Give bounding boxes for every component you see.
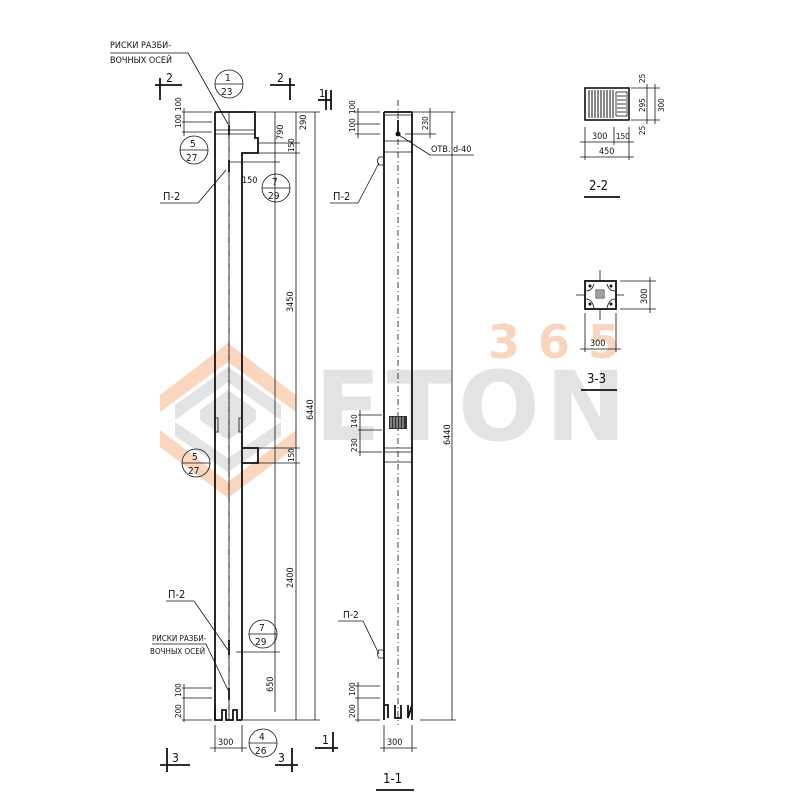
- dim-150-side: 150: [242, 176, 257, 186]
- section-title-1-1: 1-1: [383, 772, 402, 787]
- svg-text:1: 1: [225, 73, 231, 84]
- section-marker-1-top: 1: [318, 87, 332, 110]
- s22-dim-450: 450: [599, 147, 614, 157]
- section-title-2-2: 2-2: [589, 179, 608, 194]
- dim-6440-front: 6440: [306, 399, 316, 420]
- svg-text:3: 3: [172, 751, 179, 765]
- svg-text:1: 1: [319, 87, 325, 100]
- s22-dim-300-h: 300: [657, 98, 666, 112]
- svg-text:7: 7: [272, 177, 278, 188]
- side-dim-bot-100: 100: [348, 682, 357, 696]
- svg-text:23: 23: [221, 87, 232, 98]
- s33-dim-300-h: 300: [640, 289, 650, 304]
- dim-bot-100: 100: [174, 683, 183, 697]
- svg-text:29: 29: [255, 637, 267, 648]
- side-dim-140: 140: [350, 414, 359, 428]
- svg-text:4: 4: [259, 732, 265, 743]
- svg-text:27: 27: [188, 466, 199, 477]
- label-risk-bot-line2: ВОЧНЫХ ОСЕЙ: [150, 645, 205, 656]
- dim-150-mid: 150: [287, 448, 296, 462]
- side-dim-bot-200: 200: [348, 704, 357, 718]
- s22-dim-300-w: 300: [592, 132, 607, 142]
- dim-290: 290: [299, 115, 309, 130]
- callout-5-27-mid: 5 27: [181, 448, 211, 478]
- side-elevation: 100 100 230 ОТВ. d-40 П-2 П-2 140 230 64…: [330, 100, 474, 791]
- side-dim-100a: 100: [348, 118, 357, 132]
- watermark-number: 365: [488, 315, 638, 369]
- section-2-2: 25 295 25 300 300 150 450 2-2: [580, 74, 666, 198]
- dim-100a: 100: [174, 114, 183, 128]
- svg-text:3: 3: [278, 751, 285, 765]
- dim-100b: 100: [174, 97, 183, 111]
- label-p2-bottom: П-2: [168, 588, 185, 601]
- label-p2-top: П-2: [163, 190, 180, 203]
- section-marker-2-left: 2: [155, 71, 182, 100]
- svg-text:1: 1: [322, 733, 329, 747]
- svg-text:26: 26: [255, 746, 267, 757]
- svg-text:2: 2: [166, 71, 173, 85]
- side-dim-230-mid: 230: [350, 438, 359, 452]
- dim-150-top: 150: [287, 138, 296, 152]
- watermark-brand: ETON: [315, 351, 632, 463]
- dim-650: 650: [266, 677, 276, 692]
- side-dim-100b: 100: [348, 100, 357, 114]
- section-marker-3-left: 3: [160, 748, 190, 772]
- section-3-3: 300 300 3-3: [576, 270, 656, 391]
- label-otv: ОТВ. d-40: [431, 145, 471, 155]
- label-p2-side-top: П-2: [333, 190, 350, 203]
- dim-790: 790: [276, 125, 286, 140]
- svg-text:2: 2: [277, 71, 284, 85]
- s22-dim-295: 295: [638, 98, 647, 112]
- label-risk-bot-line1: РИСКИ РАЗБИ-: [152, 634, 207, 643]
- side-dim-230-top: 230: [421, 116, 430, 130]
- dim-bot-200: 200: [174, 704, 183, 718]
- callout-5-27-top: 5 27: [179, 135, 209, 165]
- callout-4-26: 4 26: [248, 728, 278, 758]
- s33-dim-300-w: 300: [590, 339, 605, 349]
- label-risk-line1: РИСКИ РАЗБИ-: [110, 41, 171, 51]
- label-risk-line2: ВОЧНЫХ ОСЕЙ: [110, 54, 172, 66]
- svg-text:5: 5: [192, 452, 198, 463]
- section-title-3-3: 3-3: [587, 372, 606, 387]
- svg-text:5: 5: [190, 139, 196, 150]
- svg-text:29: 29: [268, 191, 280, 202]
- svg-text:27: 27: [186, 153, 197, 164]
- side-dim-6440: 6440: [443, 424, 453, 445]
- dim-3450: 3450: [286, 291, 296, 312]
- dim-width-300-front: 300: [218, 738, 233, 748]
- watermark: 365 ETON: [160, 315, 638, 498]
- dim-2400: 2400: [286, 567, 296, 588]
- s22-dim-25-bot: 25: [638, 126, 647, 135]
- callout-7-29-bottom: 7 29: [248, 619, 278, 649]
- section-marker-3-right: 3: [275, 748, 298, 772]
- svg-text:7: 7: [259, 623, 265, 634]
- s22-dim-150: 150: [616, 132, 630, 141]
- section-marker-2-right: 2: [270, 71, 295, 100]
- section-marker-1-bottom: 1: [315, 732, 338, 752]
- callout-7-29-top: 7 29: [261, 173, 291, 203]
- side-dim-width-300: 300: [387, 738, 402, 748]
- label-p2-side-bottom: П-2: [343, 610, 359, 621]
- s22-dim-25-top: 25: [638, 74, 647, 83]
- front-elevation: 790 290 150 150 3450 6440 150 2400 650 1…: [110, 41, 338, 772]
- callout-1-23: 1 23: [214, 69, 244, 99]
